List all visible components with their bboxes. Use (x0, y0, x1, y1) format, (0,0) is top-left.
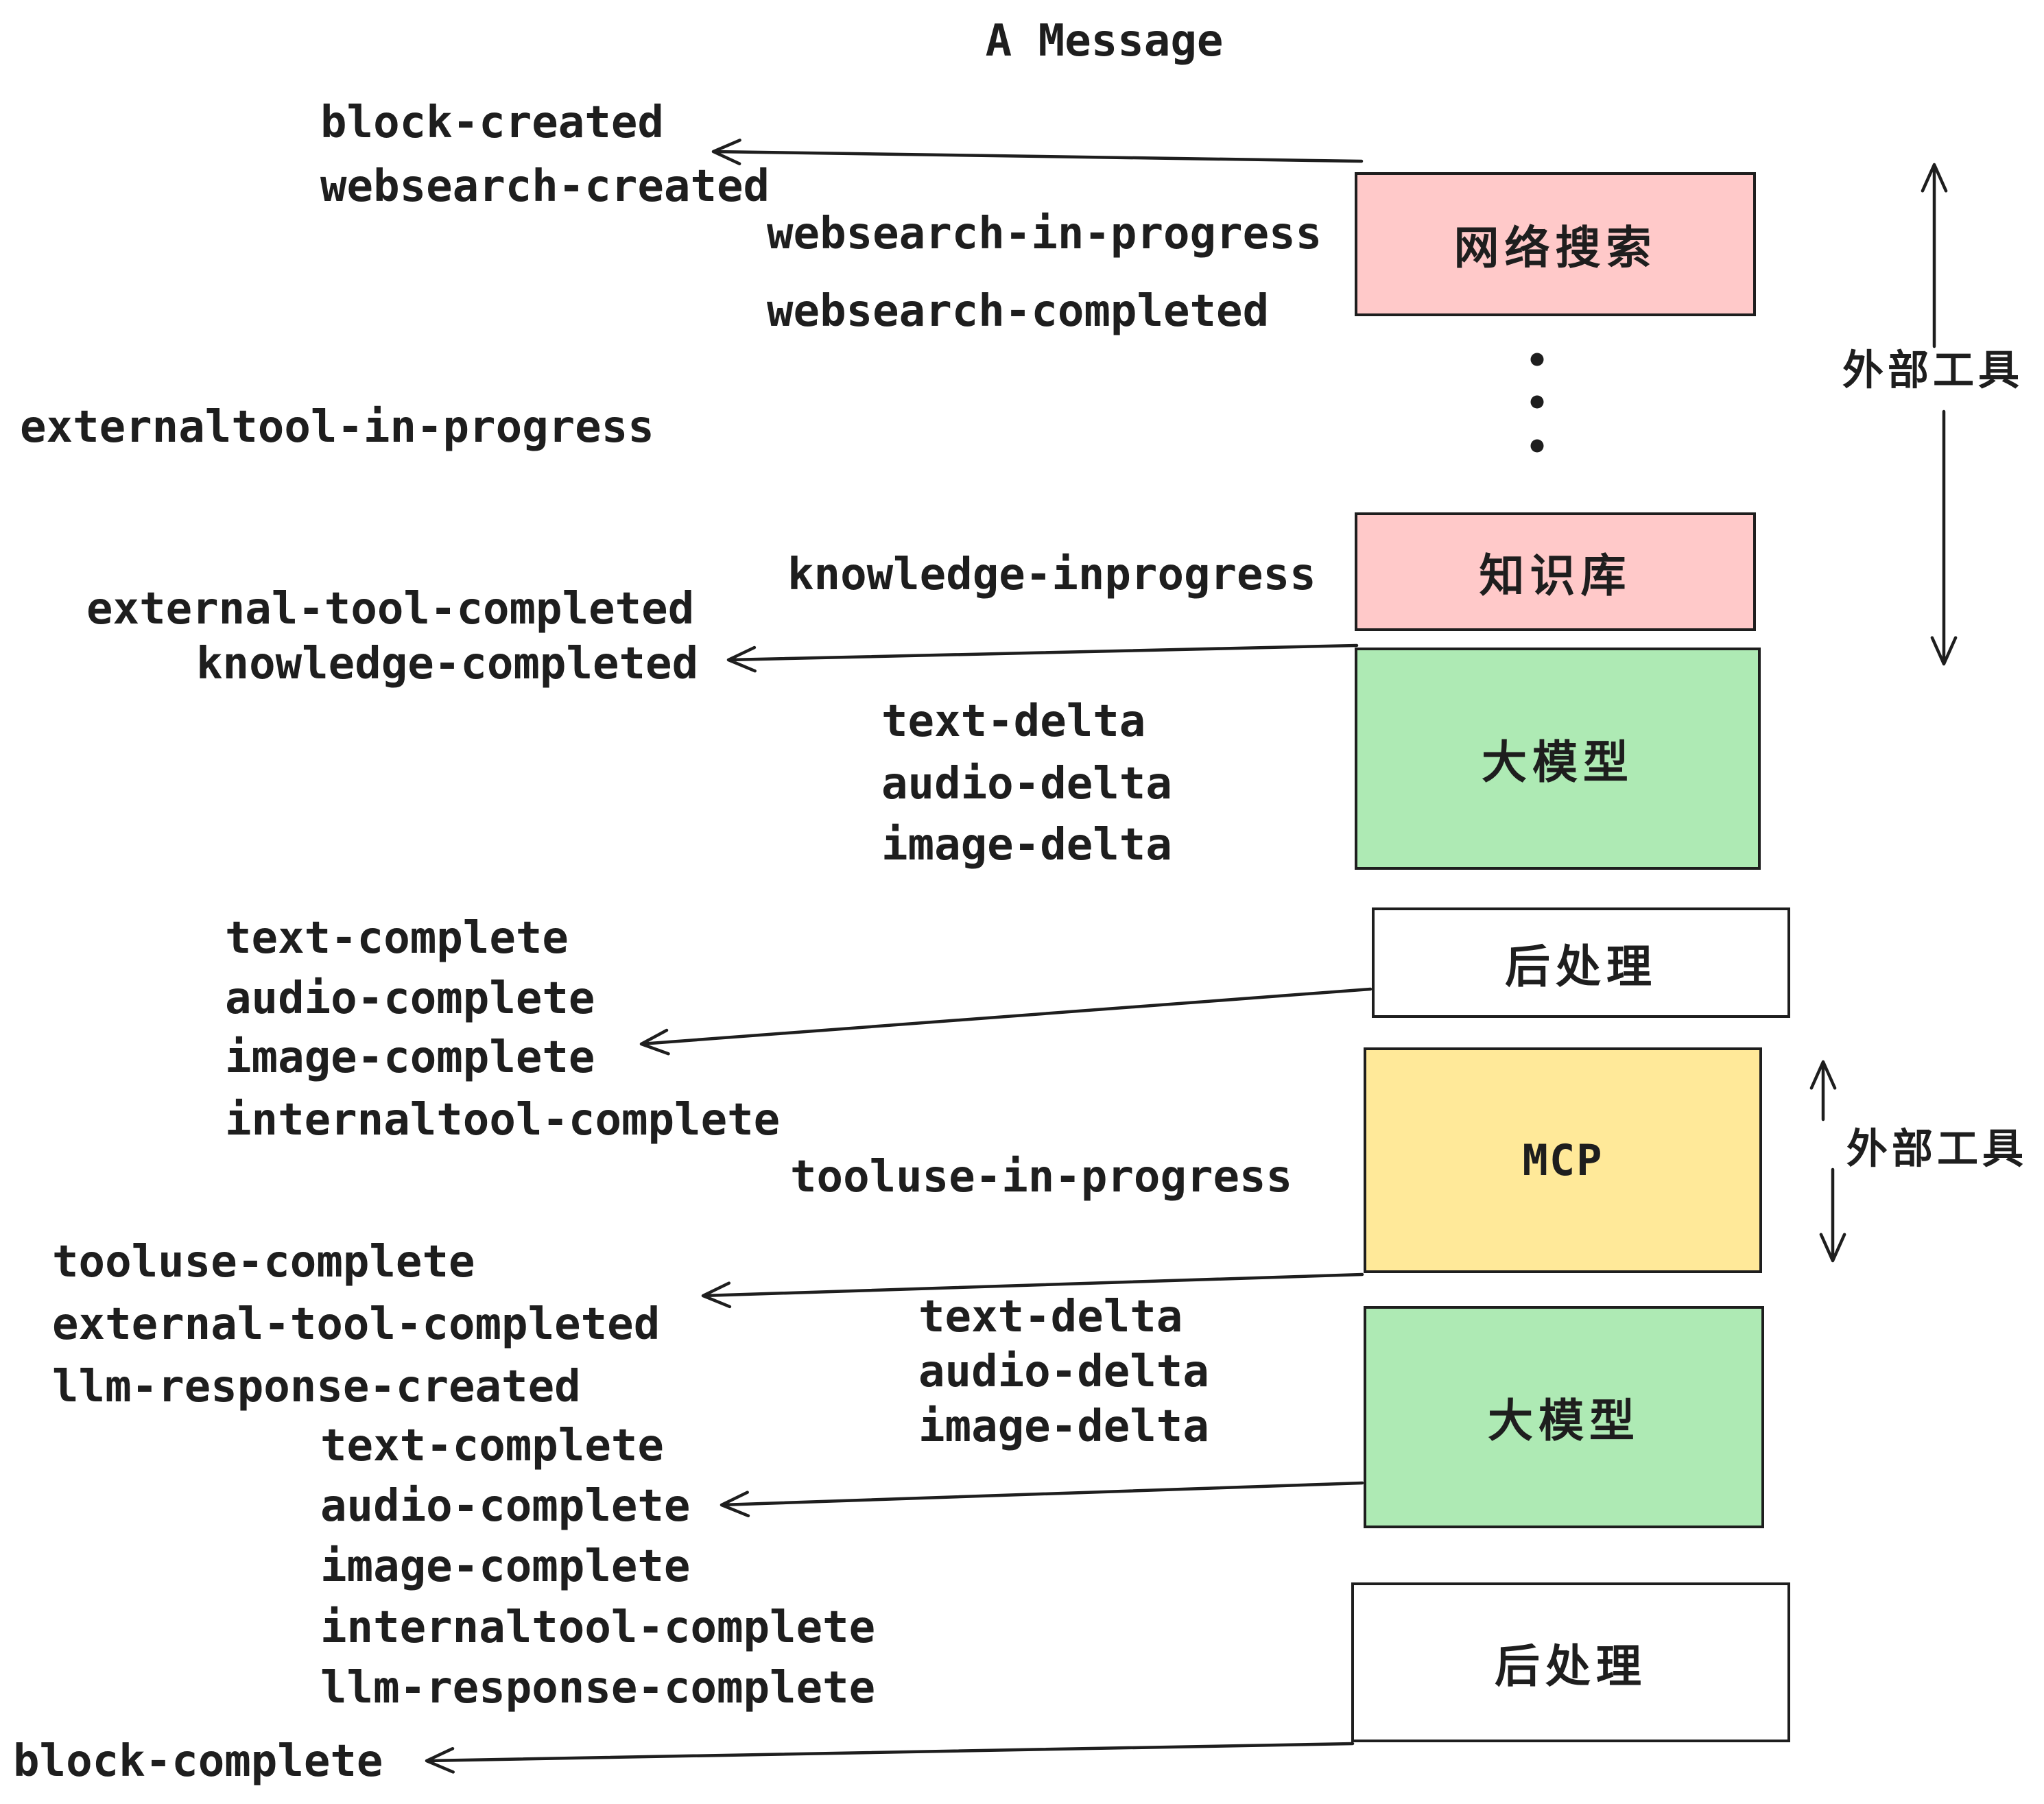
event-label-text-complete-2: text-complete (320, 1421, 664, 1471)
event-label-tooluse-in-progress: tooluse-in-progress (790, 1152, 1293, 1202)
external-tools-label-2: 外部工具 (1846, 1125, 2028, 1174)
external-tools-arrow-up-1 (1921, 163, 1948, 348)
event-label-externaltool-in-progress: externaltool-in-progress (20, 402, 654, 453)
external-tools-label-1: 外部工具 (1842, 346, 2023, 395)
event-label-websearch-created: websearch-created (320, 161, 770, 212)
event-label-websearch-completed: websearch-completed (767, 286, 1270, 337)
event-label-audio-delta-2: audio-delta (918, 1346, 1209, 1397)
mcp-box: MCP (1364, 1047, 1762, 1273)
event-label-audio-delta-1: audio-delta (881, 759, 1172, 809)
ellipsis-dot-icon (1530, 439, 1544, 453)
postprocess-box-1: 后处理 (1372, 907, 1790, 1018)
postprocess-box-2-label: 后处理 (1495, 1639, 1647, 1693)
event-label-block-complete: block-complete (13, 1736, 383, 1787)
mcp-box-label: MCP (1522, 1135, 1604, 1185)
arrow-to-block-created (711, 139, 1364, 165)
llm-box-2-label: 大模型 (1488, 1394, 1640, 1447)
arrow-to-tooluse-complete (701, 1272, 1364, 1309)
knowledge-box: 知识库 (1355, 512, 1756, 631)
event-label-external-tool-completed-2: external-tool-completed (52, 1299, 661, 1350)
event-label-websearch-in-progress: websearch-in-progress (767, 209, 1322, 259)
ellipsis-dot-icon (1530, 353, 1544, 366)
event-label-text-delta-1: text-delta (881, 696, 1146, 747)
event-label-internaltool-complete-2: internaltool-complete (320, 1602, 876, 1653)
event-label-image-complete-2: image-complete (320, 1541, 691, 1592)
event-label-external-tool-completed-1: external-tool-completed (86, 584, 695, 634)
arrow-to-audio-complete (720, 1481, 1364, 1518)
llm-box-2: 大模型 (1364, 1306, 1764, 1528)
event-label-image-delta-2: image-delta (918, 1401, 1209, 1452)
event-label-llm-response-complete: llm-response-complete (320, 1663, 876, 1713)
event-label-image-complete-1: image-complete (225, 1032, 595, 1083)
websearch-box-label: 网络搜索 (1453, 222, 1657, 274)
diagram-title: A Message (985, 16, 1224, 67)
event-label-image-delta-1: image-delta (881, 820, 1172, 870)
arrow-to-knowledge-completed (726, 643, 1359, 673)
external-tools-arrow-up-2 (1809, 1060, 1837, 1121)
llm-box-1-label: 大模型 (1482, 736, 1634, 789)
event-label-knowledge-inprogress: knowledge-inprogress (787, 549, 1316, 600)
websearch-box: 网络搜索 (1355, 172, 1756, 316)
event-label-llm-response-created: llm-response-created (52, 1362, 581, 1412)
event-label-text-complete-1: text-complete (225, 913, 569, 964)
event-label-audio-complete-2: audio-complete (320, 1481, 691, 1532)
llm-box-1: 大模型 (1355, 648, 1761, 870)
external-tools-arrow-down-2 (1819, 1167, 1846, 1263)
postprocess-box-1-label: 后处理 (1505, 940, 1657, 993)
event-label-tooluse-complete: tooluse-complete (52, 1237, 475, 1287)
event-label-block-created: block-created (320, 97, 664, 148)
arrow-to-block-complete (425, 1742, 1355, 1774)
event-label-internaltool-complete-1: internaltool-complete (225, 1095, 781, 1146)
external-tools-arrow-down-1 (1930, 410, 1958, 666)
knowledge-box-label: 知识库 (1479, 549, 1632, 602)
event-label-knowledge-completed: knowledge-completed (196, 639, 699, 689)
event-label-text-delta-2: text-delta (918, 1292, 1183, 1342)
event-label-audio-complete-1: audio-complete (225, 973, 595, 1024)
arrow-to-image-complete (639, 987, 1372, 1056)
ellipsis-dot-icon (1530, 395, 1544, 409)
postprocess-box-2: 后处理 (1351, 1582, 1790, 1742)
